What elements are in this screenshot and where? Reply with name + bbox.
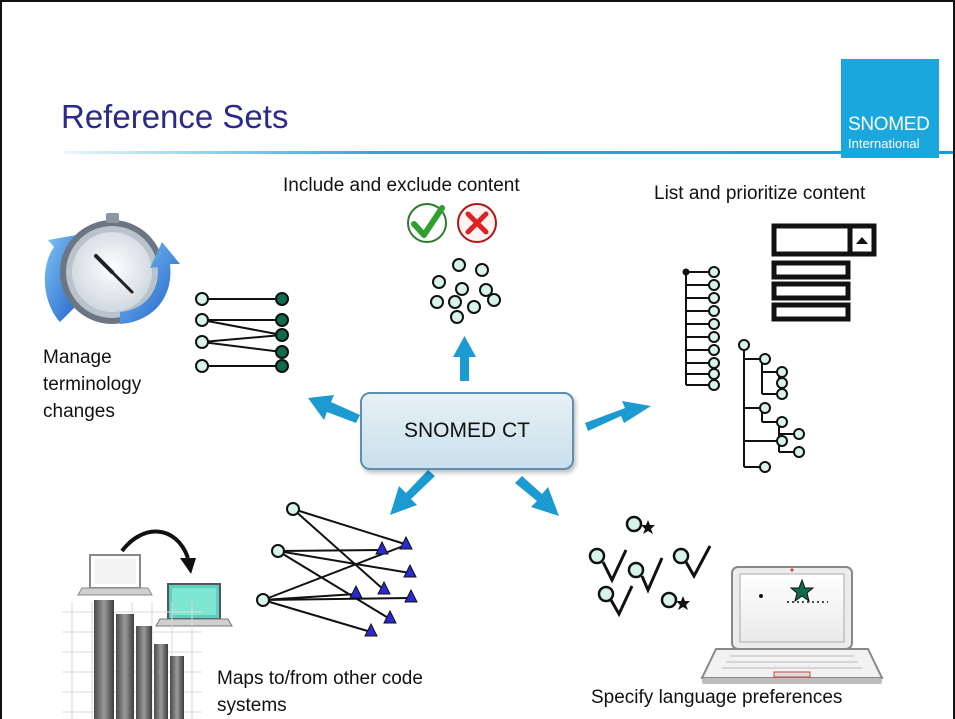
caption-manage-line1: Manage [43,347,112,368]
arrow-upper-right [585,401,651,431]
arrow-upper-left [308,395,360,423]
caption-manage-line2: terminology [43,374,142,395]
check-icon [407,203,447,243]
caption-maps-line2: systems [217,695,287,716]
curved-arrow [120,529,190,559]
caption-maps-line1: Maps to/from other code [217,668,423,689]
hierarchy-tree [738,339,805,473]
clock-refresh-icon [44,213,180,324]
caption-list-prioritize: List and prioritize content [654,183,866,204]
star-icon [641,520,690,610]
arrow-lower-right [515,476,559,516]
arrow-up [453,336,476,381]
slide-title: Reference Sets [61,98,289,135]
center-label: SNOMED CT [404,419,530,442]
caption-manage-line3: changes [43,401,115,422]
cross-icon [457,203,497,243]
arrow-lower-left [390,470,435,515]
concept-cluster [430,258,501,324]
code-system-map [256,502,418,637]
laptop-icon [77,554,153,596]
logo-sub-text: International [848,136,920,151]
logo-main-text: SNOMED [848,114,930,135]
snomed-logo: SNOMED International [841,59,939,158]
dropdown-list-icon [771,223,877,322]
bar-chart-icon [62,600,202,719]
change-mapping [195,292,289,373]
laptop-teal-icon [155,583,233,627]
language-checks [588,515,712,618]
caption-language: Specify language preferences [591,687,843,708]
ordered-list-tree [682,266,720,391]
caption-include-exclude: Include and exclude content [283,175,520,196]
snomed-ct-box: SNOMED CT [360,392,574,470]
curved-arrow-head [180,558,196,574]
laptop-language-icon [700,566,884,684]
title-underline [64,151,953,154]
